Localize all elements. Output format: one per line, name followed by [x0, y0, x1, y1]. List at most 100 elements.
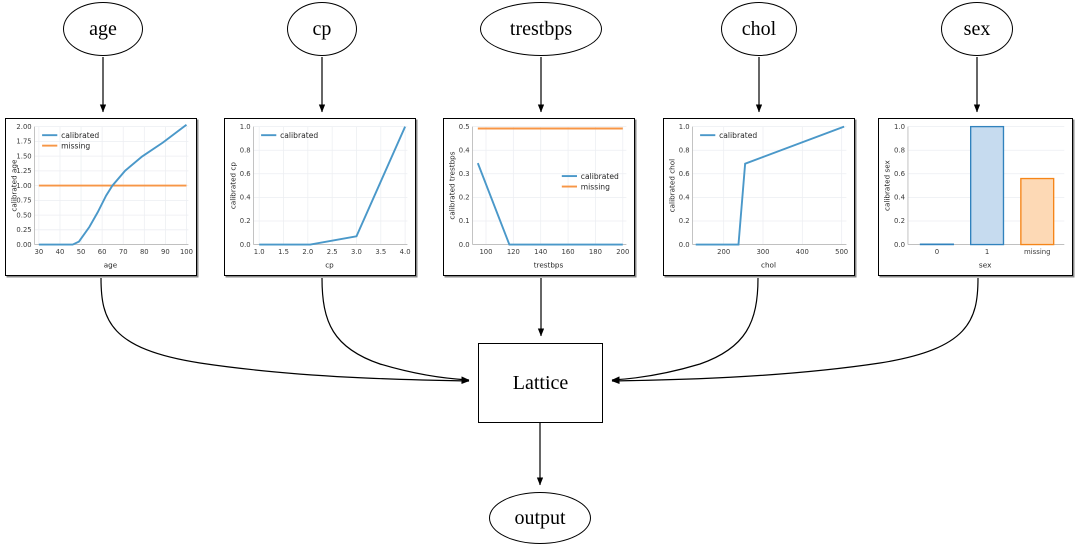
svg-text:0.75: 0.75: [16, 197, 31, 205]
svg-text:70: 70: [119, 248, 128, 256]
chart-sex-bar-2: [1020, 177, 1055, 246]
svg-text:0.2: 0.2: [240, 217, 251, 225]
node-age[interactable]: age: [63, 2, 143, 56]
svg-text:90: 90: [161, 248, 170, 256]
chart-chol-ylabel: calibrated chol: [667, 159, 676, 213]
chart-trestbps-ylabel: calibrated trestbps: [447, 151, 456, 219]
svg-text:0.0: 0.0: [459, 241, 470, 249]
svg-text:0.2: 0.2: [459, 194, 470, 202]
svg-text:0.4: 0.4: [894, 194, 905, 202]
chart-trestbps-xlabel: trestbps: [534, 260, 564, 269]
svg-text:1.5: 1.5: [278, 248, 289, 256]
svg-text:0.0: 0.0: [894, 241, 905, 249]
svg-text:2.00: 2.00: [16, 123, 31, 131]
chart-sex-bar-1: [969, 125, 1005, 246]
svg-text:0.00: 0.00: [16, 241, 31, 249]
chart-chol-series-calibrated: [695, 125, 845, 246]
chart-chol-legend: calibrated: [700, 131, 757, 140]
svg-text:missing: missing: [61, 141, 90, 150]
edge-chol-plot-to-lattice: [611, 277, 759, 383]
svg-text:1.0: 1.0: [679, 123, 690, 131]
svg-text:0.50: 0.50: [16, 211, 31, 219]
chart-age-legend: calibrated missing: [42, 131, 99, 150]
svg-text:1.00: 1.00: [16, 182, 31, 190]
svg-text:400: 400: [796, 248, 809, 256]
node-trestbps[interactable]: trestbps: [480, 2, 602, 56]
svg-text:calibrated: calibrated: [280, 131, 318, 140]
svg-text:1.0: 1.0: [254, 248, 265, 256]
edge-age-plot-to-lattice: [100, 277, 470, 385]
svg-text:100: 100: [479, 248, 492, 256]
svg-text:0.0: 0.0: [240, 241, 251, 249]
svg-text:0.2: 0.2: [679, 217, 690, 225]
svg-text:2.0: 2.0: [302, 248, 313, 256]
svg-text:0.4: 0.4: [459, 146, 470, 154]
svg-text:1: 1: [985, 248, 989, 256]
node-cp-label: cp: [312, 17, 332, 40]
svg-text:180: 180: [589, 248, 602, 256]
svg-text:200: 200: [616, 248, 629, 256]
chart-age: 0.00 0.25 0.50 0.75 1.00 1.25 1.50 1.75 2.00…: [9, 123, 193, 270]
svg-text:160: 160: [562, 248, 575, 256]
svg-text:missing: missing: [1024, 248, 1051, 256]
chart-sex-xlabel: sex: [979, 260, 992, 269]
node-sex-label: sex: [963, 17, 991, 40]
svg-text:50: 50: [77, 248, 86, 256]
svg-text:0.2: 0.2: [894, 217, 905, 225]
svg-text:3.5: 3.5: [375, 248, 386, 256]
svg-text:0.8: 0.8: [894, 147, 905, 155]
node-chol[interactable]: chol: [721, 2, 797, 56]
svg-text:200: 200: [717, 248, 730, 256]
svg-text:1.25: 1.25: [16, 167, 31, 175]
svg-text:140: 140: [534, 248, 547, 256]
node-sex[interactable]: sex: [941, 2, 1013, 56]
chart-sex-ylabel: calibrated sex: [883, 159, 892, 211]
chart-age-series-calibrated: [38, 123, 188, 246]
svg-text:0.6: 0.6: [240, 170, 251, 178]
chart-trestbps-series-calibrated: [476, 162, 623, 246]
chart-cp-series-calibrated: [259, 126, 406, 246]
svg-text:0.1: 0.1: [459, 217, 470, 225]
svg-text:300: 300: [756, 248, 769, 256]
plot-panel-age[interactable]: 0.00 0.25 0.50 0.75 1.00 1.25 1.50 1.75 2.00…: [5, 118, 197, 276]
chart-trestbps-grid: [472, 126, 627, 245]
svg-text:1.0: 1.0: [894, 123, 905, 131]
node-lattice[interactable]: Lattice: [478, 343, 603, 423]
edge-cp-plot-to-lattice: [321, 277, 470, 383]
svg-text:0.4: 0.4: [679, 194, 690, 202]
svg-text:1.75: 1.75: [16, 138, 31, 146]
svg-text:30: 30: [35, 248, 44, 256]
chart-age-ylabel: calibrated age: [9, 159, 18, 212]
svg-text:0.5: 0.5: [459, 123, 470, 131]
node-age-label: age: [89, 17, 117, 40]
chart-trestbps-legend: calibrated missing: [561, 172, 619, 191]
chart-cp-legend: calibrated: [261, 131, 318, 140]
svg-text:missing: missing: [581, 182, 610, 191]
edge-sex-plot-to-lattice: [611, 277, 979, 385]
chart-sex: 0.00.2 0.40.6 0.81.0 0 1 missing sex cal…: [883, 123, 1065, 269]
svg-text:1.0: 1.0: [240, 123, 251, 131]
svg-text:0.6: 0.6: [679, 170, 690, 178]
node-output-label: output: [514, 506, 566, 529]
svg-text:0.8: 0.8: [679, 146, 690, 154]
svg-text:1.50: 1.50: [16, 152, 31, 160]
svg-text:0.8: 0.8: [240, 146, 251, 154]
node-lattice-label: Lattice: [512, 371, 569, 394]
svg-text:40: 40: [56, 248, 65, 256]
svg-text:0.0: 0.0: [679, 241, 690, 249]
svg-text:0.25: 0.25: [16, 226, 31, 234]
chart-cp-ylabel: calibrated cp: [228, 162, 237, 210]
node-output[interactable]: output: [489, 492, 591, 544]
svg-text:calibrated: calibrated: [61, 131, 99, 140]
node-cp[interactable]: cp: [287, 2, 357, 56]
svg-text:0: 0: [935, 248, 939, 256]
svg-text:120: 120: [507, 248, 520, 256]
